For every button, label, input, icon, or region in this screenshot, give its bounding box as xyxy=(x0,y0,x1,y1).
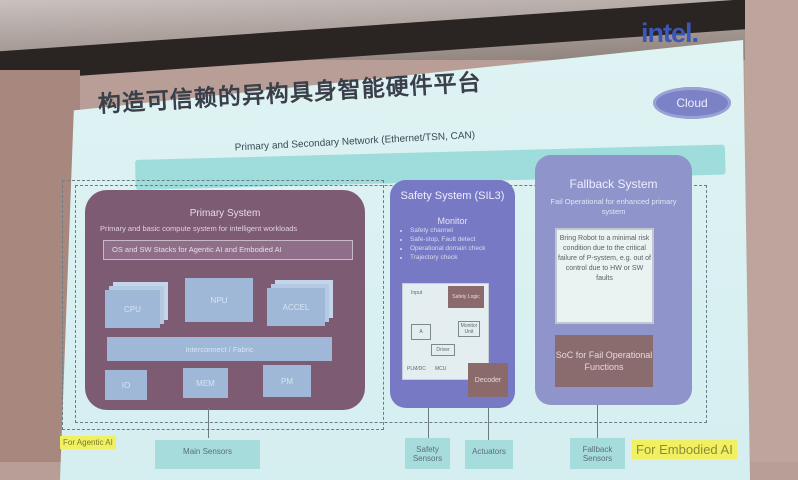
fallback-note: Bring Robot to a minimal risk condition … xyxy=(555,228,654,324)
npu-block: NPU xyxy=(185,278,253,322)
for-embodied-ai-label: For Embodied AI xyxy=(632,440,737,459)
cpu-block: CPU xyxy=(105,290,160,328)
connector xyxy=(428,408,429,440)
schem-box-a: A xyxy=(411,324,431,340)
safety-item: Safety channel xyxy=(410,226,486,235)
connector xyxy=(597,405,598,440)
safety-sensors: Safety Sensors xyxy=(405,438,450,469)
schem-input: Input xyxy=(411,290,423,296)
safety-item: Operational domain check xyxy=(410,244,486,253)
primary-subtitle: Primary and basic compute system for int… xyxy=(100,224,298,233)
fallback-sensors: Fallback Sensors xyxy=(570,438,625,469)
cloud-icon: Cloud xyxy=(653,87,731,119)
accel-block: ACCEL xyxy=(267,288,325,326)
connector xyxy=(488,408,489,440)
cloud-label: Cloud xyxy=(676,96,708,110)
safety-item: Safe-stop, Fault detect xyxy=(410,235,486,244)
schem-driver: Driver xyxy=(431,344,455,356)
primary-title: Primary System xyxy=(189,208,261,219)
schem-safety-logic: Safety Logic xyxy=(448,286,484,308)
primary-system: Primary System Primary and basic compute… xyxy=(85,190,365,410)
embodied-boundary xyxy=(75,185,707,423)
schem-monitor: Monitor Unit xyxy=(458,321,480,337)
fallback-title: Fallback System xyxy=(569,177,658,191)
actuators: Actuators xyxy=(465,440,513,469)
pm-block: PM xyxy=(263,365,311,397)
fallback-soc: SoC for Fail Operational Functions xyxy=(555,335,653,387)
schem-out2: MCU xyxy=(435,366,447,372)
safety-list: Safety channel Safe-stop, Fault detect O… xyxy=(400,226,486,262)
monitor-label: Monitor xyxy=(437,216,468,226)
connector xyxy=(208,408,209,438)
decoder-block: Decoder xyxy=(468,363,508,397)
intel-logo: intel. xyxy=(641,18,699,48)
mem-block: MEM xyxy=(183,368,228,398)
safety-system: Safety System (SIL3) Monitor Safety chan… xyxy=(390,180,515,408)
os-sw-stack: OS and SW Stacks for Agentic AI and Embo… xyxy=(103,240,353,260)
interconnect-bus: Interconnect / Fabric xyxy=(107,337,332,361)
safety-title: Safety System (SIL3) xyxy=(400,190,505,202)
io-block: IO xyxy=(105,370,147,400)
schem-out1: PLM/DC xyxy=(407,366,426,372)
agentic-boundary xyxy=(62,180,384,430)
main-sensors: Main Sensors xyxy=(155,440,260,469)
wall-right xyxy=(745,0,798,462)
safety-schematic: Input Safety Logic A Monitor Unit Driver… xyxy=(402,283,489,380)
safety-item: Trajectory check xyxy=(410,253,486,262)
fallback-subtitle: Fail Operational for enhanced primary sy… xyxy=(550,197,677,216)
for-agentic-ai-label: For Agentic AI xyxy=(60,436,116,449)
fallback-system: Fallback System Fail Operational for enh… xyxy=(535,155,692,405)
